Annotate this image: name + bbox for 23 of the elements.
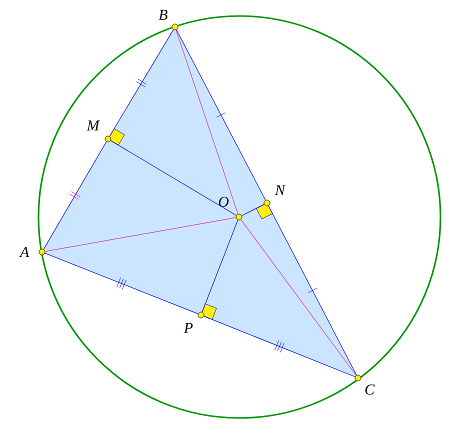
labeled-point: M — [86, 120, 112, 142]
segment — [268, 206, 357, 376]
segment — [204, 316, 356, 378]
segment — [43, 142, 107, 250]
segment — [176, 30, 266, 200]
segment — [202, 220, 238, 312]
node-label: O — [218, 196, 229, 207]
node-label: A — [19, 247, 30, 257]
segment — [44, 217, 236, 252]
node-label: C — [365, 384, 375, 395]
segment — [44, 252, 198, 314]
labeled-point: O — [218, 196, 242, 220]
segment — [242, 204, 264, 216]
segment — [110, 140, 237, 216]
node-label: B — [158, 10, 168, 20]
segment — [176, 30, 238, 214]
labeled-point: B — [158, 10, 178, 30]
labeled-point: A — [19, 247, 46, 257]
labeled-point: P — [184, 312, 204, 333]
segment — [240, 219, 356, 376]
labeled-point: N — [264, 185, 286, 206]
labeled-point: C — [354, 374, 375, 395]
segment — [109, 30, 174, 136]
